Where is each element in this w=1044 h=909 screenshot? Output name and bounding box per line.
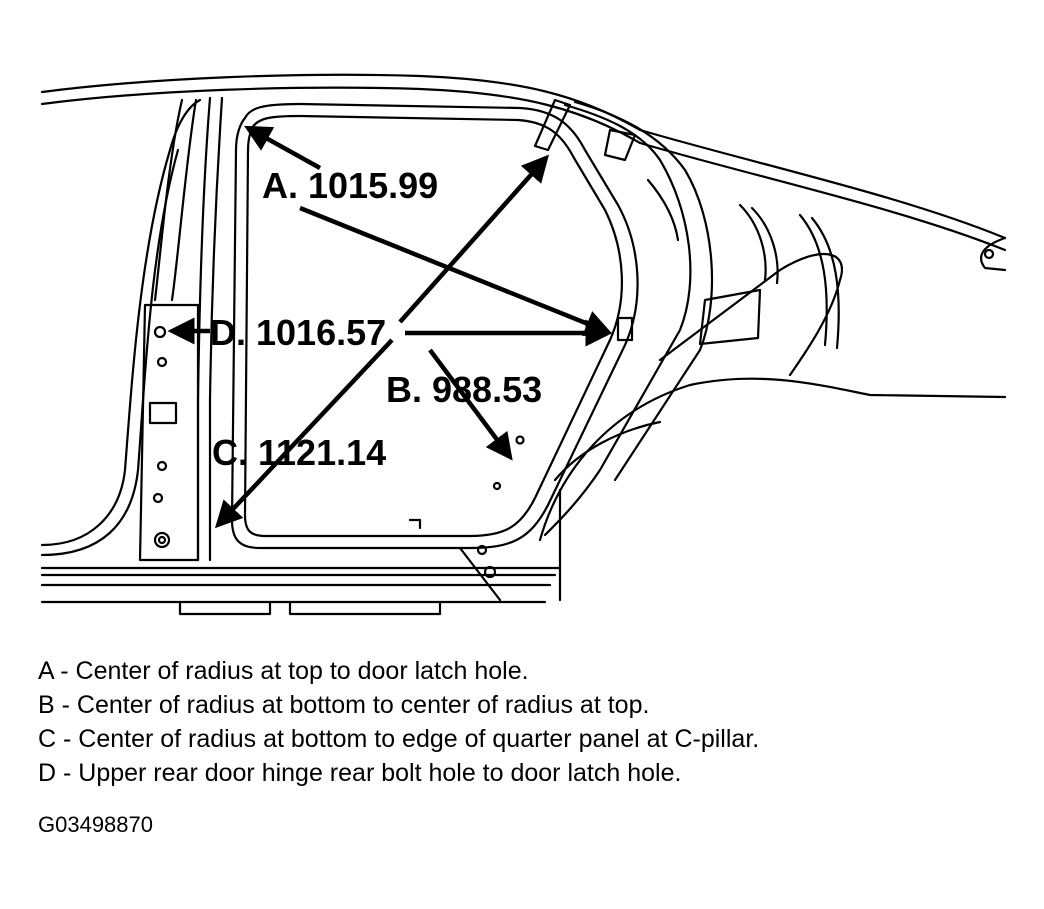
measurement-label-d: D. 1016.57 xyxy=(210,312,386,353)
arrow-b-lower xyxy=(428,348,513,461)
measurement-arrows xyxy=(167,125,613,529)
measurement-label-b: B. 988.53 xyxy=(386,369,542,410)
body-side-diagram: A. 1015.99 D. 1016.57 B. 988.53 C. 1121.… xyxy=(40,73,1007,616)
measurement-label-a: A. 1015.99 xyxy=(262,165,438,206)
arrow-b-upper xyxy=(398,154,549,324)
body-outline xyxy=(40,73,1007,616)
legend-item-d: D - Upper rear door hinge rear bolt hole… xyxy=(38,759,682,787)
legend: A - Center of radius at top to door latc… xyxy=(38,654,759,790)
legend-item-c: C - Center of radius at bottom to edge o… xyxy=(38,725,760,753)
arrow-a-lower xyxy=(299,205,613,337)
arrow-c xyxy=(214,338,394,529)
figure-id: G03498870 xyxy=(38,812,153,837)
measurement-label-c: C. 1121.14 xyxy=(212,432,386,473)
legend-item-b: B - Center of radius at bottom to center… xyxy=(38,691,650,719)
arrow-a-upper xyxy=(244,125,322,170)
legend-item-a: A - Center of radius at top to door latc… xyxy=(38,657,529,685)
